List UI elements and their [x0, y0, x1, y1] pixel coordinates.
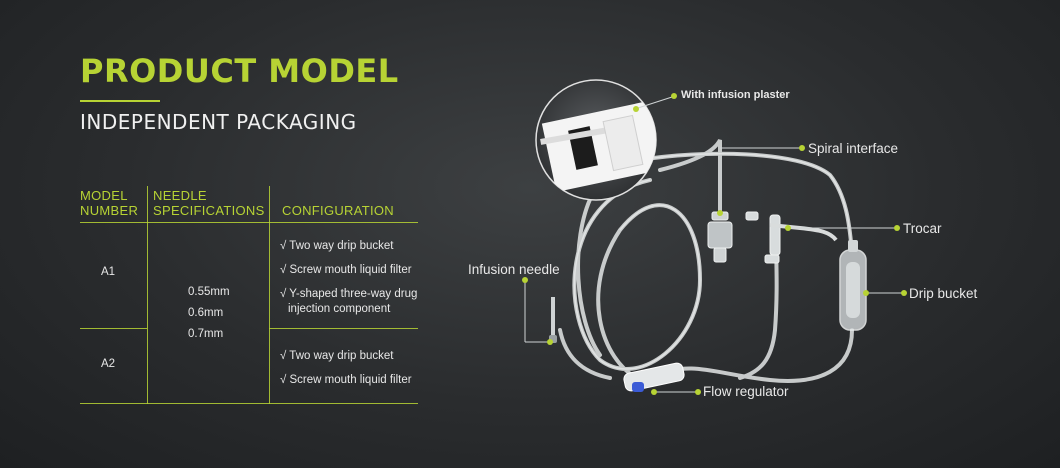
tube-left-long: [576, 193, 602, 357]
config-a2-1: √ Two way drip bucket: [280, 350, 394, 362]
row-divider: [80, 328, 147, 329]
dot-flow: [651, 389, 657, 395]
title-underline: [80, 100, 160, 102]
header-divider: [80, 222, 418, 223]
needle-spec-1: 0.55mm: [188, 286, 230, 298]
label-spiral-interface: Spiral interface: [808, 141, 899, 156]
label-trocar: Trocar: [903, 221, 942, 236]
label-infusion-needle: Infusion needle: [468, 262, 560, 277]
dot-trocar-end: [894, 225, 900, 231]
dot-drip: [863, 290, 869, 296]
dot-trocar: [785, 225, 791, 231]
header-model-line1: MODEL: [80, 188, 128, 203]
header-model-line2: NUMBER: [80, 203, 139, 218]
header-needle: NEEDLE SPECIFICATIONS: [153, 188, 265, 218]
tube-lower-loop: [658, 328, 854, 383]
page-title: PRODUCT MODEL: [80, 52, 399, 90]
dot-needle: [522, 277, 528, 283]
dot-spiral-end: [799, 145, 805, 151]
infusion-needle: [549, 297, 557, 343]
product-table: MODEL NUMBER NEEDLE SPECIFICATIONS CONFI…: [80, 186, 418, 404]
needle-spec-2: 0.6mm: [188, 307, 224, 319]
tube-main-loop: [572, 178, 703, 382]
tube-needle-line: [558, 328, 612, 380]
spiral-interface: [707, 211, 733, 263]
drip-bucket: [839, 240, 867, 331]
config-a1-1: √ Two way drip bucket: [280, 240, 394, 252]
col-divider-1: [147, 186, 148, 404]
dot-needle-end: [547, 339, 553, 345]
header-needle-line1: NEEDLE: [153, 188, 207, 203]
dot-drip-end: [901, 290, 907, 296]
dot-plaster-end: [671, 93, 677, 99]
dot-spiral: [717, 210, 723, 216]
header-model: MODEL NUMBER: [80, 188, 138, 218]
needle-spec-3: 0.7mm: [188, 328, 224, 340]
plaster-lens: [535, 79, 657, 201]
trocar: [745, 211, 838, 264]
config-a1-2: √ Screw mouth liquid filter: [280, 264, 412, 276]
config-a1-4: injection component: [288, 303, 391, 315]
table-bottom: [80, 403, 418, 404]
tube-spiral-branch: [658, 138, 722, 212]
row-divider-config: [269, 328, 418, 329]
page-subtitle: INDEPENDENT PACKAGING: [80, 110, 357, 134]
label-flow-regulator: Flow regulator: [703, 384, 789, 399]
dot-plaster: [633, 106, 639, 112]
col-divider-2: [269, 186, 270, 404]
flow-regulator: [623, 362, 685, 392]
dot-flow-end: [695, 389, 701, 395]
label-drip-bucket: Drip bucket: [909, 286, 978, 301]
model-a2: A2: [101, 358, 116, 370]
model-a1: A1: [101, 266, 116, 278]
header-needle-line2: SPECIFICATIONS: [153, 203, 265, 218]
header-configuration: CONFIGURATION: [282, 203, 394, 218]
config-a2-2: √ Screw mouth liquid filter: [280, 374, 412, 386]
label-infusion-plaster: With infusion plaster: [681, 89, 790, 101]
config-a1-3: √ Y-shaped three-way drug: [280, 288, 418, 300]
